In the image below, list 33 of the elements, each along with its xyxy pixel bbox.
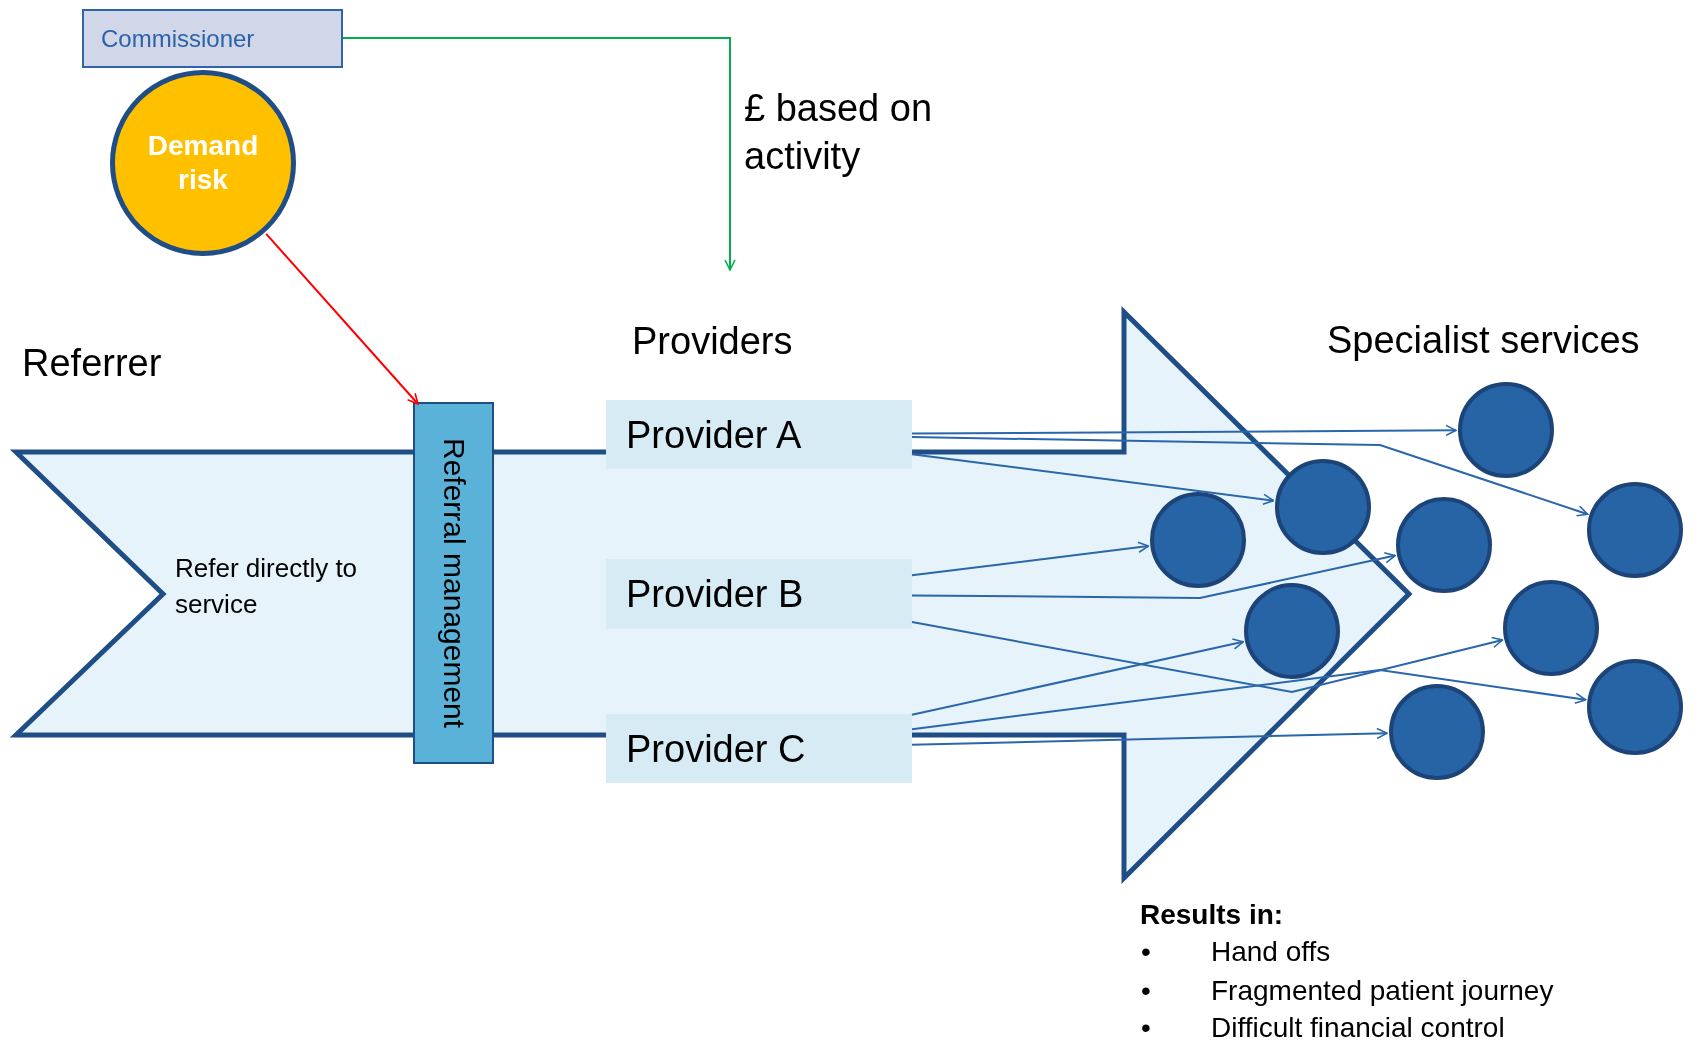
arrow — [911, 638, 1245, 716]
band-label: Refer directly to service — [175, 552, 359, 621]
bullet-item: Fragmented patient journey — [1211, 974, 1554, 1008]
arrow — [911, 424, 1457, 437]
provider-box — [606, 714, 912, 783]
section-heading: Referrer — [22, 341, 162, 386]
node-label: Demand risk — [146, 129, 260, 197]
node-label: Commissioner — [101, 24, 255, 53]
bullet-item: Hand offs — [1211, 935, 1331, 969]
process-bar — [413, 402, 494, 764]
arrow — [911, 621, 1504, 694]
arrow — [911, 669, 1587, 731]
provider-box — [606, 559, 912, 629]
node-label: Referral management — [436, 437, 471, 729]
arrow — [911, 727, 1388, 746]
section-heading: Specialist services — [1327, 318, 1640, 363]
node-label: Provider C — [626, 726, 806, 771]
role-box — [82, 9, 343, 68]
results-heading: Results in: — [1140, 898, 1284, 932]
arrow — [911, 541, 1150, 577]
arrow — [342, 37, 736, 271]
bullet-item: Difficult financial control — [1211, 1011, 1505, 1045]
arrow — [911, 552, 1397, 599]
node-label: Provider B — [626, 572, 804, 616]
section-heading: Providers — [632, 319, 793, 364]
arrow — [265, 232, 419, 405]
node-label: Provider A — [626, 412, 802, 457]
arrow — [911, 436, 1589, 517]
bullet-mark: • — [1141, 935, 1151, 969]
bullet-mark: • — [1141, 1011, 1151, 1045]
arrow — [911, 453, 1275, 506]
bullet-mark: • — [1141, 974, 1151, 1008]
provider-box — [606, 400, 912, 469]
